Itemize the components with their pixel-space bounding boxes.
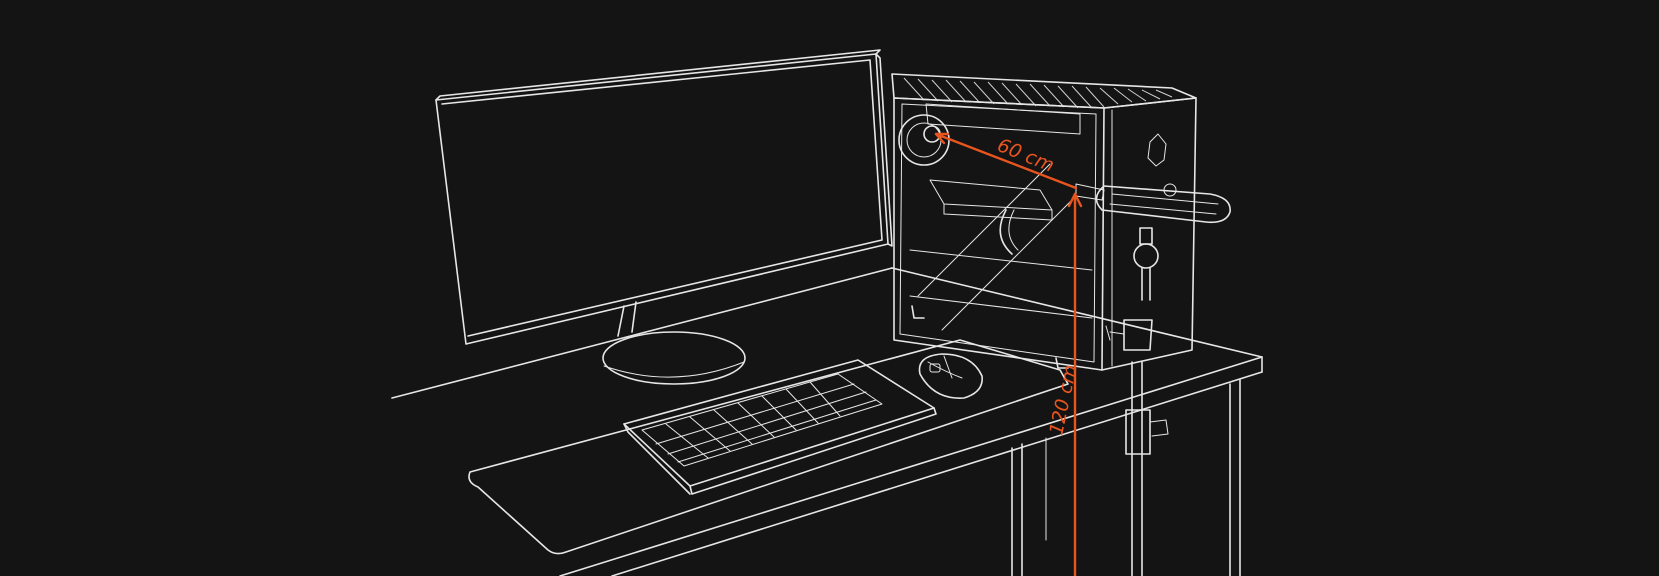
arrowhead-up — [1067, 192, 1083, 208]
mouse — [918, 353, 983, 399]
arrowhead-left — [934, 132, 950, 145]
desk-mat — [468, 339, 1069, 555]
vertical-measurement-label: 120 cm — [1045, 363, 1081, 437]
keyboard — [623, 359, 937, 495]
monitor — [435, 49, 893, 385]
measurement-horizontal: 60 cm — [934, 132, 1078, 190]
camera-stand — [1075, 183, 1231, 576]
desk — [391, 267, 1263, 576]
measurement-vertical: 120 cm — [1045, 192, 1083, 576]
pc-case — [891, 73, 1197, 371]
measure-line-horizontal — [934, 132, 1078, 190]
horizontal-measurement-label: 60 cm — [994, 134, 1057, 177]
